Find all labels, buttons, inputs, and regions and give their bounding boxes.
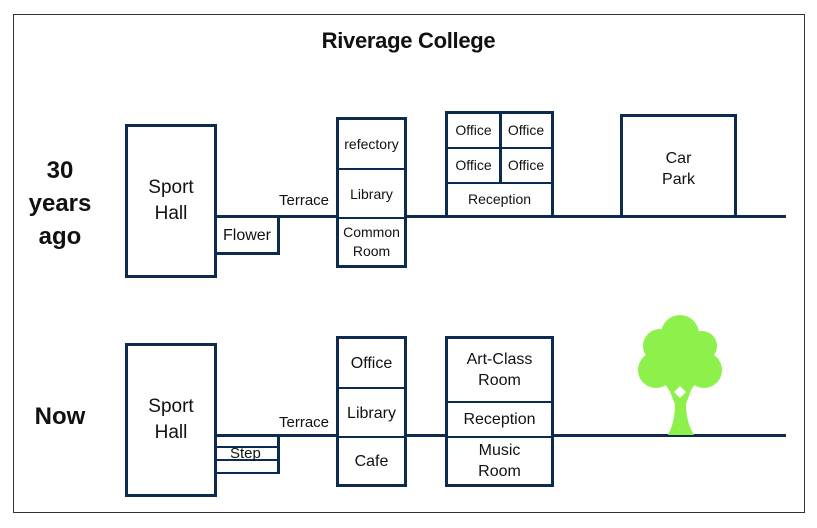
- building-column-past: refectory Library Common Room: [336, 117, 407, 268]
- step-line: [214, 472, 280, 474]
- room-refectory: refectory: [344, 135, 399, 152]
- room-cafe: Cafe: [354, 452, 389, 470]
- divider: [339, 168, 404, 170]
- room-office: Office: [507, 157, 545, 173]
- divider: [499, 114, 502, 183]
- room-office: Office: [455, 157, 492, 173]
- terrace-label-now: Terrace: [279, 414, 330, 431]
- divider: [448, 401, 551, 403]
- room-office-now: Office: [350, 354, 393, 372]
- room-reception-past: Reception: [467, 191, 532, 207]
- diagram-frame: [13, 14, 805, 513]
- room-library-past: Library: [350, 185, 393, 202]
- diagram-title: Riverage College: [321, 28, 496, 53]
- car-park-label: Car Park: [662, 150, 695, 188]
- sport-hall-label: Sport Hall: [148, 396, 194, 443]
- art-block-now: Art-Class Room Reception Music Room: [445, 336, 554, 487]
- room-office: Office: [507, 122, 545, 138]
- car-park: Car Park: [620, 114, 737, 218]
- room-reception-now: Reception: [463, 411, 536, 428]
- divider: [339, 387, 404, 389]
- era-label-now: Now: [25, 400, 95, 433]
- era-label-past: 30 years ago: [25, 154, 95, 253]
- office-block-past: Office Office Office Office Reception: [445, 111, 554, 218]
- era-line: years: [28, 190, 92, 217]
- step-label: Step: [230, 445, 261, 462]
- step-edge: [277, 434, 280, 474]
- flower-label: Flower: [222, 226, 271, 244]
- room-library-now: Library: [347, 404, 396, 422]
- sport-hall-label: Sport Hall: [148, 177, 194, 224]
- step-line: [214, 446, 280, 448]
- room-common-room: Common Room: [343, 224, 400, 259]
- tree-icon: [638, 315, 722, 435]
- steps: Step: [214, 434, 280, 474]
- terrace-label-past: Terrace: [279, 192, 330, 209]
- era-line: Now: [34, 403, 86, 430]
- step-line: [214, 459, 280, 461]
- divider: [448, 182, 551, 184]
- flower-bed: Flower: [214, 215, 280, 255]
- sport-hall-now: Sport Hall: [125, 343, 217, 497]
- era-line: 30: [46, 157, 74, 184]
- divider: [448, 436, 551, 438]
- building-column-now: Office Library Cafe: [336, 336, 407, 487]
- room-art-class: Art-Class Room: [466, 351, 533, 389]
- divider: [339, 217, 404, 219]
- room-office: Office: [455, 122, 492, 138]
- era-line: ago: [38, 223, 82, 250]
- divider: [339, 436, 404, 438]
- room-music: Music Room: [478, 442, 521, 480]
- sport-hall-past: Sport Hall: [125, 124, 217, 278]
